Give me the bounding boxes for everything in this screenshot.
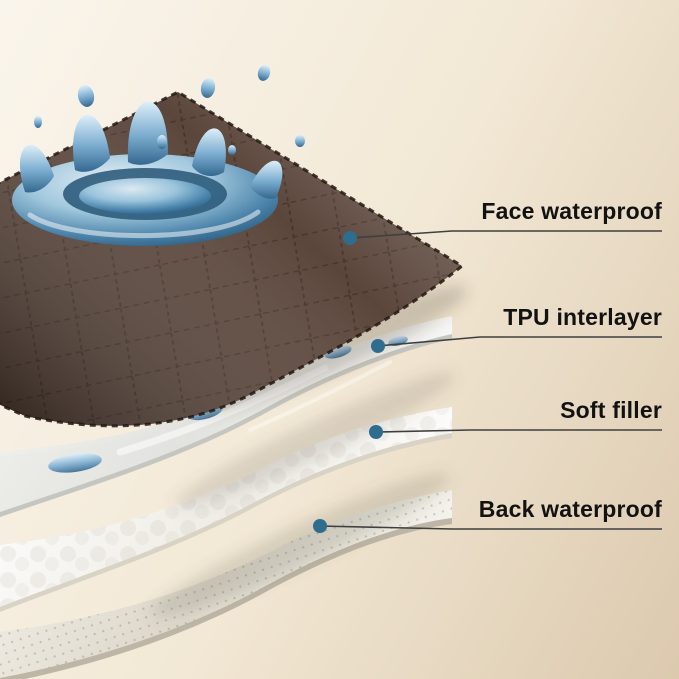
- splash-spike: [250, 160, 283, 199]
- splash-ring-pool: [79, 178, 211, 214]
- splash-spike: [73, 114, 110, 172]
- face-layer-shading: [0, 92, 462, 426]
- callout-face-waterproof: [343, 230, 662, 245]
- soft-filler-dot: [369, 425, 383, 439]
- face-layer-trim: [0, 90, 465, 428]
- tpu-gloss-streak: [248, 360, 392, 432]
- callout-tpu-interlayer: [371, 336, 662, 353]
- water-droplet: [295, 135, 305, 147]
- label-back-waterproof: Back waterproof: [478, 496, 662, 522]
- water-droplet: [34, 116, 42, 128]
- water-droplet: [257, 65, 271, 81]
- label-tpu-interlayer: TPU interlayer: [503, 304, 662, 330]
- face-waterproof-layer: [0, 90, 465, 428]
- splash-spike: [19, 144, 55, 193]
- soft-filler-leader-line: [375, 429, 662, 433]
- splash-rim-highlight: [27, 209, 261, 239]
- water-droplet: [77, 85, 95, 107]
- splash-spike: [127, 101, 168, 165]
- water-droplet: [200, 78, 216, 98]
- filler-layer-texture: [0, 407, 452, 607]
- water-droplet: [157, 135, 167, 149]
- back-waterproof-dot: [313, 519, 327, 533]
- callout-back-waterproof: [313, 519, 662, 533]
- water-splash: [12, 65, 305, 246]
- callout-soft-filler: [369, 425, 662, 439]
- soft-filler-shadow: [150, 472, 450, 618]
- face-waterproof-dot: [343, 231, 357, 245]
- label-face-waterproof: Face waterproof: [481, 198, 662, 224]
- soft-filler-layer: [0, 407, 452, 612]
- water-drop: [48, 453, 102, 473]
- callouts: [313, 230, 662, 533]
- back-waterproof-leader-line: [319, 525, 662, 530]
- tpu-interlayer-leader-line: [377, 336, 662, 347]
- face-waterproof-leader-line: [349, 230, 662, 239]
- tpu-interlayer-dot: [371, 339, 385, 353]
- label-soft-filler: Soft filler: [560, 397, 662, 423]
- splash-spike: [192, 128, 226, 177]
- water-droplet: [228, 145, 236, 155]
- tpu-shadow: [174, 372, 456, 508]
